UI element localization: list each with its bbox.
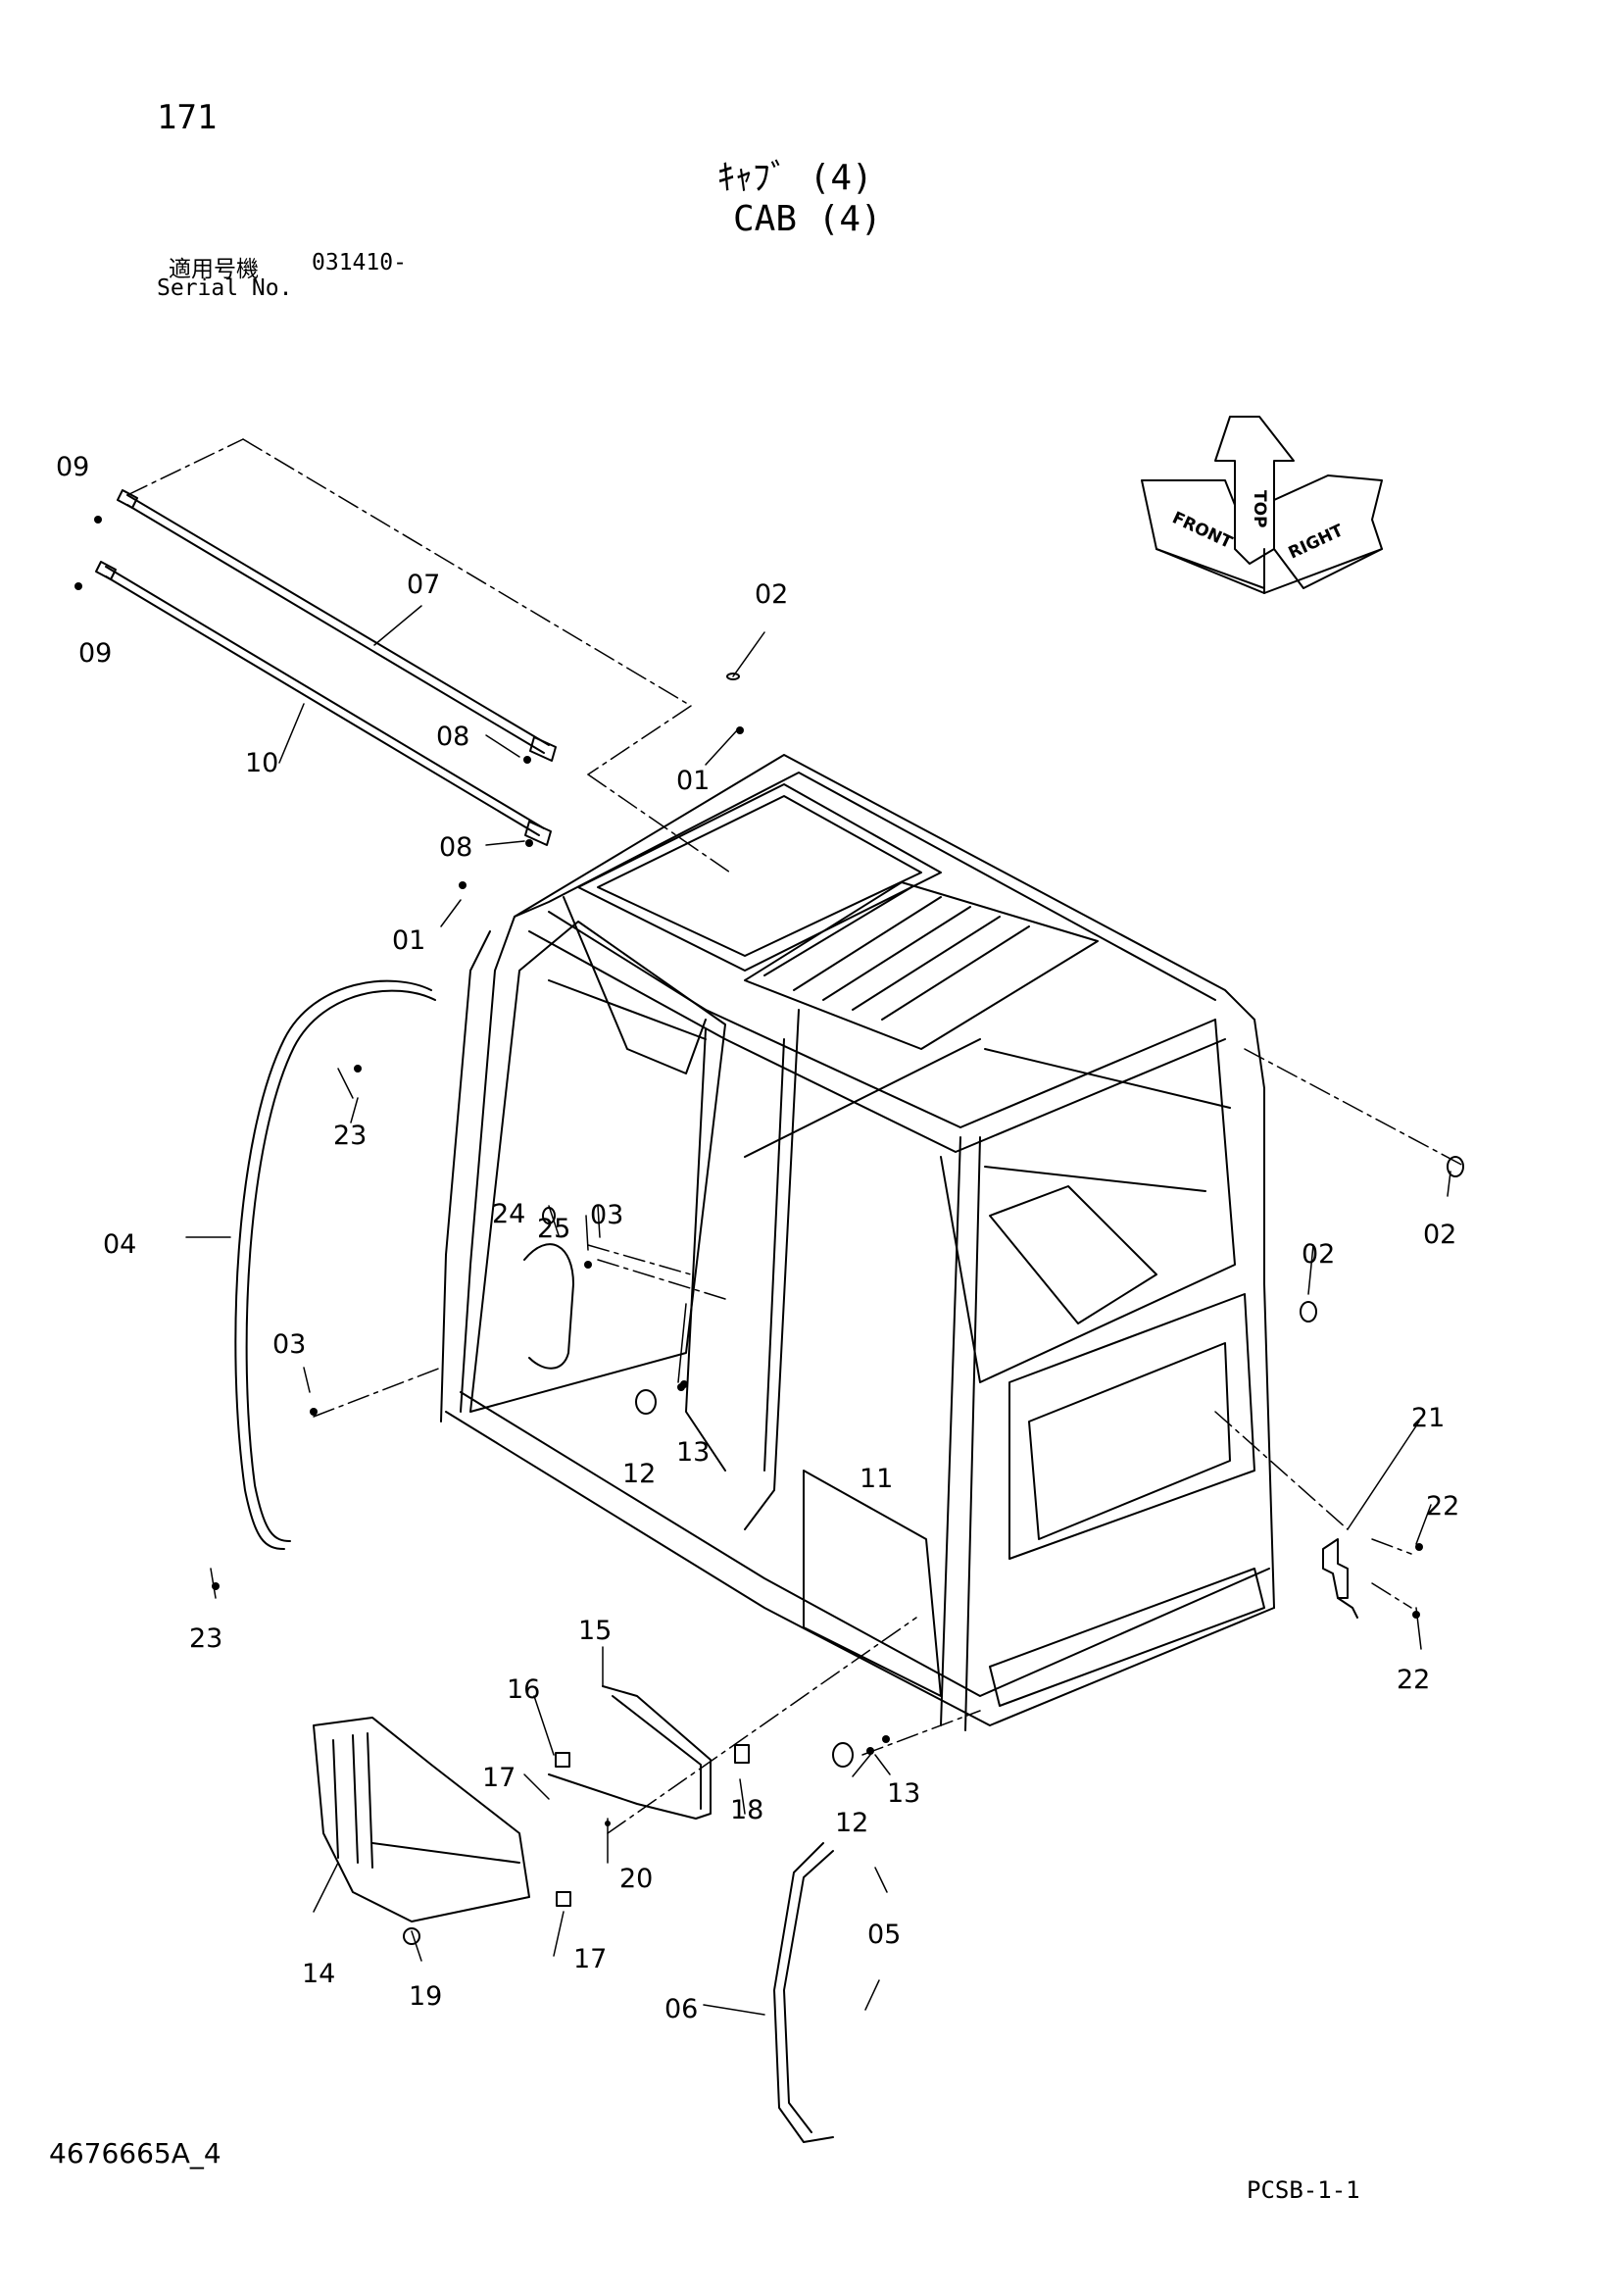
seal-15	[548, 1685, 712, 1820]
callout-08: 08	[439, 832, 472, 863]
callout-21: 21	[1411, 1403, 1445, 1433]
title-english: CAB (4)	[733, 199, 882, 239]
guide-lines	[126, 438, 1466, 1834]
callout-09: 09	[78, 638, 112, 669]
serial-label-english: Serial No.	[157, 275, 293, 301]
callouts: 09 09 07 02 08 01 10 08 01 23 04 25 24 0…	[56, 452, 1459, 2024]
callout-02: 02	[1302, 1239, 1335, 1270]
callout-08: 08	[436, 722, 469, 752]
callout-23: 23	[333, 1121, 367, 1151]
grip-24	[523, 1243, 574, 1370]
callout-14: 14	[302, 1959, 335, 1989]
serial-label-japanese: 適用号機	[169, 257, 259, 282]
callout-16: 16	[507, 1674, 540, 1705]
callout-25: 25	[537, 1214, 570, 1244]
callout-02: 02	[1423, 1220, 1456, 1250]
callout-01: 01	[676, 766, 710, 796]
callout-07: 07	[407, 570, 440, 600]
callout-04: 04	[103, 1229, 136, 1260]
callout-01: 01	[392, 925, 425, 956]
serial-number-range: 031410-	[312, 250, 407, 275]
callout-10: 10	[245, 748, 278, 778]
callout-22: 22	[1397, 1665, 1430, 1695]
sheet-code: PCSB-1-1	[1247, 2176, 1360, 2204]
callout-22: 22	[1426, 1491, 1459, 1522]
callout-12: 12	[835, 1808, 868, 1838]
callout-17: 17	[482, 1763, 516, 1793]
handrail-04-inner	[245, 989, 436, 1542]
callout-17: 17	[573, 1944, 607, 1974]
roof-rail-10	[95, 561, 552, 846]
cab-frame	[440, 754, 1275, 1731]
callout-02: 02	[755, 579, 788, 610]
handrail-04	[234, 979, 432, 1550]
title-japanese: ｷｬﾌﾞ (4)	[717, 158, 873, 198]
callout-15: 15	[578, 1616, 612, 1646]
callout-11: 11	[860, 1464, 893, 1494]
callout-05: 05	[867, 1920, 901, 1950]
callout-24: 24	[492, 1199, 525, 1229]
page-number: 171	[157, 98, 218, 137]
orientation-indicator	[1141, 416, 1383, 594]
callout-20: 20	[619, 1864, 653, 1894]
callout-19: 19	[409, 1981, 442, 2012]
bracket-21	[1322, 1538, 1349, 1599]
drawing-number: 4676665A_4	[49, 2137, 221, 2170]
harness-06	[773, 1842, 834, 2143]
small-parts	[403, 673, 1464, 1945]
callout-03: 03	[590, 1200, 623, 1230]
callout-12: 12	[622, 1459, 656, 1489]
orientation-top: TOP	[1250, 490, 1269, 528]
callout-13: 13	[676, 1437, 710, 1468]
fasteners	[74, 516, 1423, 1826]
callout-09: 09	[56, 452, 89, 482]
callout-03: 03	[272, 1329, 306, 1360]
callout-23: 23	[189, 1623, 222, 1654]
cover-14	[313, 1717, 530, 1922]
callout-18: 18	[730, 1795, 763, 1825]
callout-13: 13	[887, 1778, 920, 1809]
roof-rail-07	[117, 489, 557, 762]
leader-lines	[185, 605, 1451, 2016]
callout-06: 06	[664, 1994, 698, 2024]
